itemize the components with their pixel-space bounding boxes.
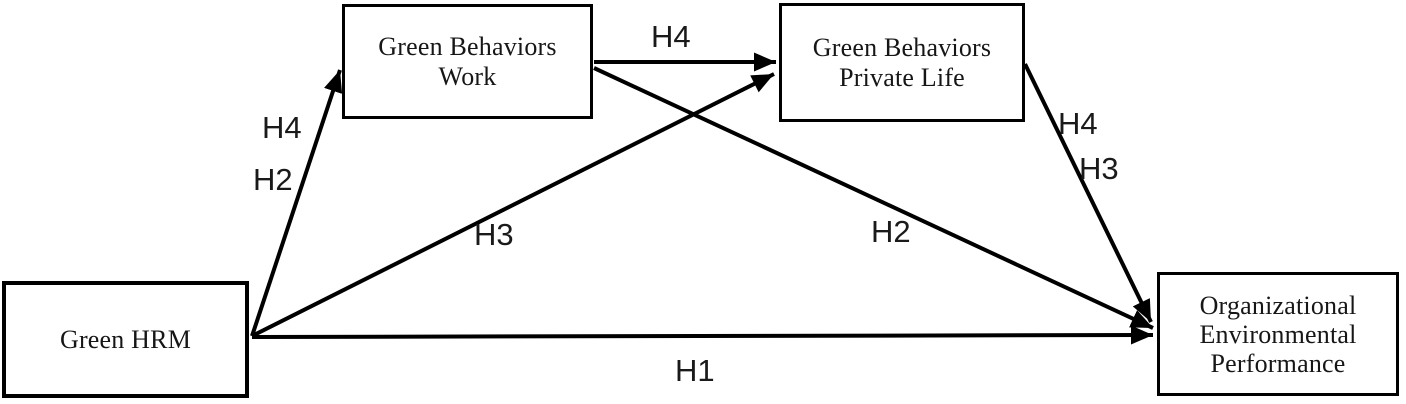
- node-green-hrm: Green HRM: [2, 281, 249, 398]
- edge-label-h4-privatelife-performance: H4: [1058, 106, 1098, 141]
- node-organizational-environmental-performance: Organizational Environmental Performance: [1157, 272, 1399, 396]
- edge-label-h2-hrm-work: H2: [253, 162, 293, 197]
- arrow-work-to-performance: [593, 66, 1154, 330]
- node-green-behaviors-work-label: Green Behaviors Work: [378, 32, 556, 92]
- arrow-privatelife-to-performance: [1023, 63, 1153, 323]
- edge-label-h4-work-privatelife: H4: [651, 19, 691, 54]
- node-oep-line1: Organizational: [1199, 290, 1357, 320]
- edge-label-h3-privatelife-performance: H3: [1079, 151, 1119, 186]
- node-oep-line2: Environmental: [1199, 319, 1357, 349]
- node-oep-line3: Performance: [1210, 348, 1346, 378]
- edge-label-h1-hrm-performance: H1: [675, 353, 715, 388]
- edge-label-h4-hrm-work: H4: [262, 110, 302, 145]
- node-green-behaviors-private-life-line1: Green Behaviors: [812, 32, 992, 62]
- arrow-hrm-to-work: [250, 69, 343, 337]
- node-green-behaviors-private-life: Green Behaviors Private Life: [779, 3, 1025, 122]
- edge-label-h3-hrm-privatelife: H3: [474, 217, 514, 252]
- arrow-hrm-to-performance: [251, 325, 1154, 345]
- node-green-hrm-line1: Green HRM: [59, 324, 192, 354]
- node-green-behaviors-private-life-label: Green Behaviors Private Life: [813, 33, 991, 93]
- node-green-behaviors-private-life-line2: Private Life: [839, 62, 965, 92]
- node-green-hrm-label: Green HRM: [60, 325, 191, 355]
- node-green-behaviors-work: Green Behaviors Work: [342, 4, 593, 119]
- edge-label-h2-work-performance: H2: [871, 214, 911, 249]
- node-green-behaviors-work-line2: Work: [438, 61, 497, 91]
- node-green-behaviors-work-line1: Green Behaviors: [378, 31, 557, 61]
- node-organizational-environmental-performance-label: Organizational Environmental Performance: [1199, 291, 1356, 378]
- arrow-hrm-to-privatelife: [251, 72, 775, 338]
